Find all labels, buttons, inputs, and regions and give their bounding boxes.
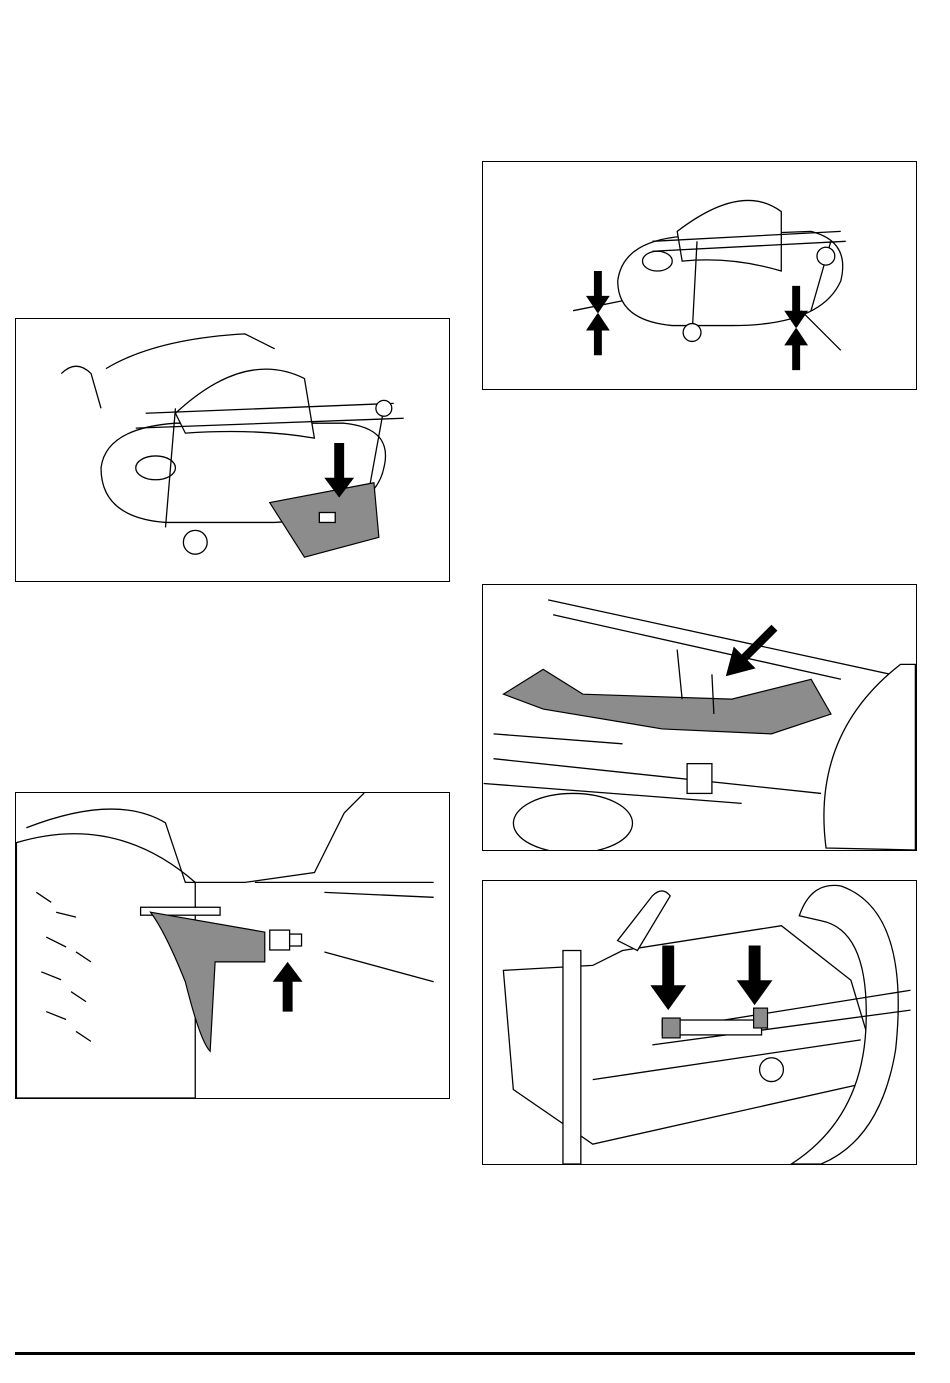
figure-deck-level-measurement [482,161,917,390]
measure-arrows-left-icon [586,271,610,356]
figure-deck-linkage-pin [482,584,917,851]
figure-adjustment-rod-nuts [482,880,917,1165]
down-arrows-icon [650,945,773,1011]
figure-adjustment-bracket [15,792,450,1099]
diagonal-arrow-icon [725,624,778,677]
measure-arrows-right-icon [784,285,809,371]
up-arrow-icon [272,961,303,1012]
footer-rule [15,1352,915,1355]
figure-mower-deck-on-block [15,318,450,582]
down-arrow-icon [324,443,355,498]
